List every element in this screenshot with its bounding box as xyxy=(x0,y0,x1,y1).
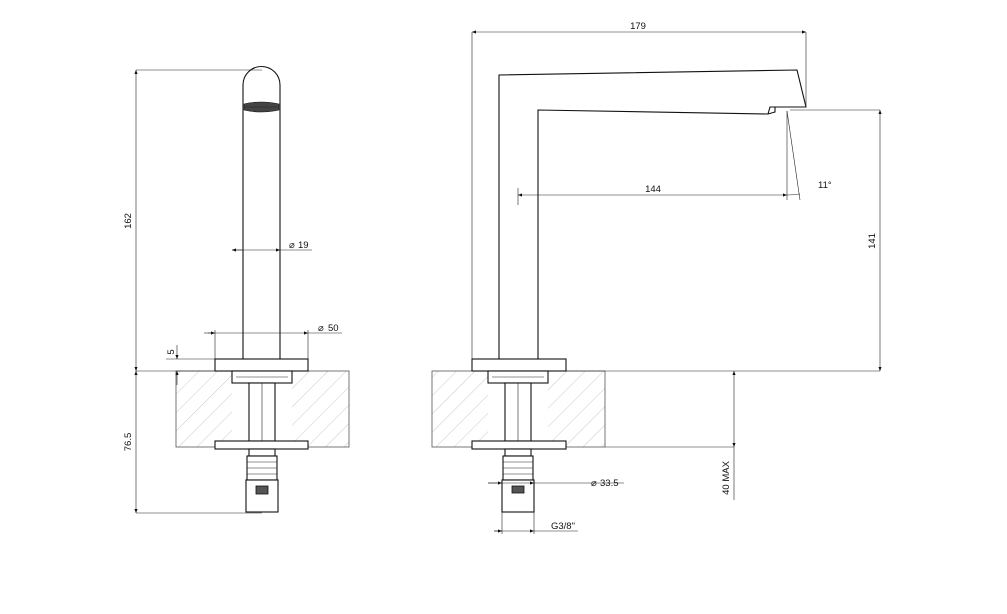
front-fitting-slot xyxy=(255,485,269,495)
side-spout-body xyxy=(498,69,807,360)
angle-arc xyxy=(786,193,801,196)
dim-50-symbol: ⌀ xyxy=(318,323,324,334)
dim-141-label: 141 xyxy=(867,233,878,249)
dim-5-label: 5 xyxy=(166,349,177,354)
dim-76-5-label: 76.5 xyxy=(123,433,134,452)
front-mount-nut xyxy=(248,448,276,457)
dim-33-5-symbol: ⌀ xyxy=(591,478,597,489)
side-bottom-washer xyxy=(471,440,567,450)
dim-19-label: 19 xyxy=(298,240,309,251)
dim-179-label: 179 xyxy=(630,21,646,32)
dim-40max-label: 40 MAX xyxy=(721,460,732,494)
front-bottom-washer xyxy=(214,440,309,450)
dim-144-label: 144 xyxy=(645,184,661,195)
front-spout-pipe xyxy=(242,66,281,360)
dim-162-label: 162 xyxy=(123,213,134,229)
front-flange xyxy=(214,358,309,372)
side-view: 11° 179 144 141 40 MAX ⌀ 33.5 G3/8" xyxy=(431,21,882,534)
front-view: 162 76.5 5 ⌀ 19 ⌀ 50 xyxy=(123,66,350,514)
flow-line xyxy=(786,110,801,201)
side-fitting-slot xyxy=(511,485,525,494)
dim-g38-label: G3/8" xyxy=(551,521,575,532)
side-flange xyxy=(471,358,567,372)
side-thread-fitting xyxy=(501,479,535,513)
side-mount-nut xyxy=(504,448,532,457)
front-thread-fitting xyxy=(245,479,279,513)
dim-33-5-label: 33.5 xyxy=(600,478,619,489)
dim-19-symbol: ⌀ xyxy=(289,240,295,251)
dim-50-label: 50 xyxy=(328,323,339,334)
dim-11-label: 11° xyxy=(818,180,832,191)
side-spout-tip xyxy=(767,107,776,115)
